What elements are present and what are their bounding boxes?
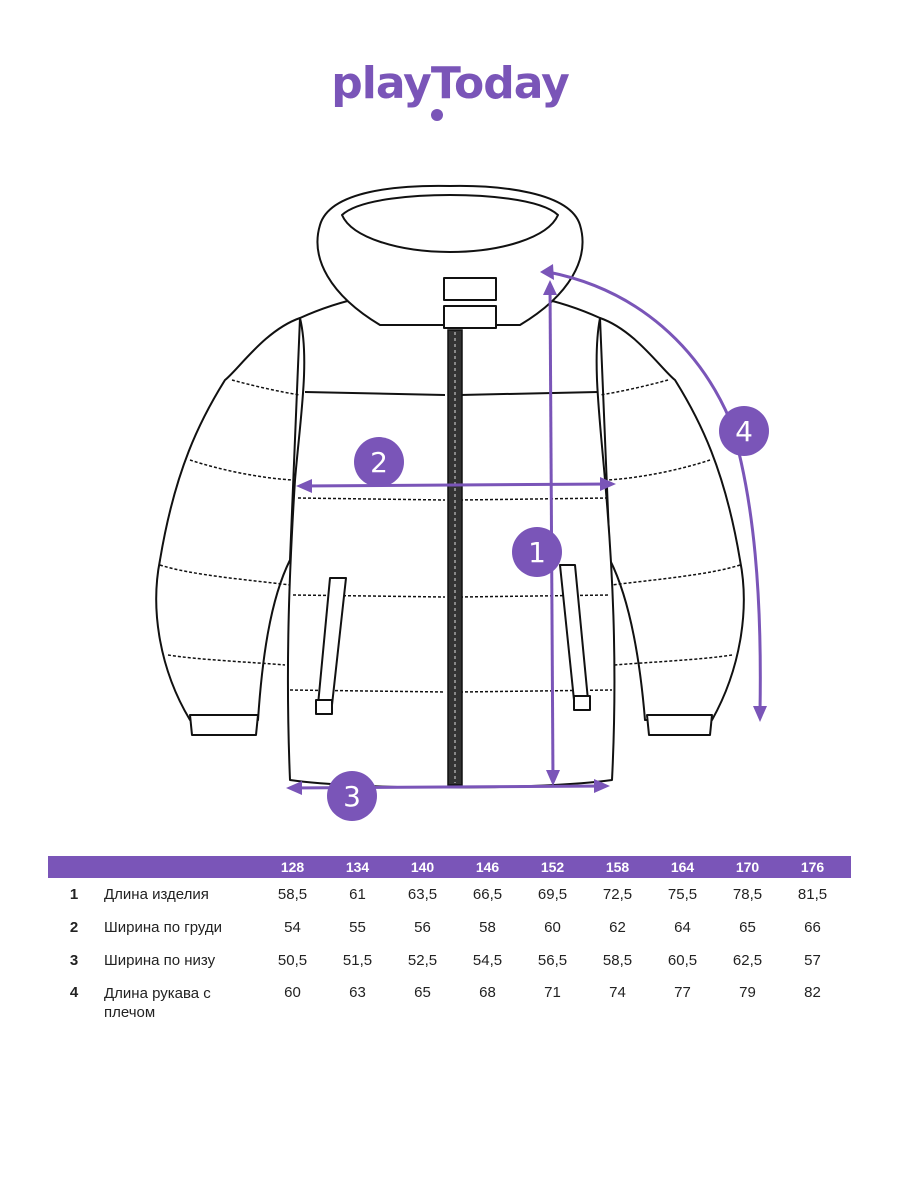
table-cell: 79 (739, 984, 756, 1001)
badge-3: 3 (327, 771, 377, 821)
row-name: Длина рукава с плечом (104, 985, 211, 1021)
right-pocket-puller (573, 695, 591, 711)
table-cell: 54 (284, 918, 301, 936)
table-cell: 60 (544, 918, 561, 936)
table-row: 2 Ширина по груди 54 55 56 58 60 62 64 6… (48, 910, 851, 944)
table-cell: 60 (284, 984, 301, 1001)
size-table: 128 134 140 146 152 158 164 170 176 1 Дл… (48, 856, 851, 1024)
table-cell: 62 (609, 918, 626, 936)
right-sleeve (599, 317, 745, 721)
svg-text:1: 1 (528, 536, 546, 569)
size-header: 146 (475, 859, 500, 875)
table-cell: 55 (349, 918, 366, 936)
hood-tab-lower (443, 305, 497, 329)
row-number: 1 (69, 885, 79, 903)
badge-1: 1 (512, 527, 562, 577)
table-cell: 58 (479, 918, 496, 936)
table-cell: 75,5 (667, 885, 698, 903)
table-cell: 82 (804, 984, 821, 1001)
table-cell: 60,5 (667, 951, 698, 969)
svg-text:3: 3 (343, 780, 361, 813)
table-cell: 65 (414, 984, 431, 1001)
svg-text:2: 2 (370, 446, 388, 479)
badge-2: 2 (354, 437, 404, 487)
size-header: 164 (670, 859, 695, 875)
table-cell: 72,5 (602, 885, 633, 903)
size-header: 128 (280, 859, 305, 875)
table-cell: 63 (349, 984, 366, 1001)
table-cell: 51,5 (342, 951, 373, 969)
table-cell: 62,5 (732, 951, 763, 969)
front-zipper (447, 329, 463, 786)
logo-dot (431, 109, 443, 121)
table-cell: 68 (479, 984, 496, 1001)
table-row: 3 Ширина по низу 50,5 51,5 52,5 54,5 56,… (48, 944, 851, 976)
table-cell: 69,5 (537, 885, 568, 903)
row-number: 3 (69, 951, 79, 969)
size-header: 170 (735, 859, 760, 875)
table-cell: 74 (609, 984, 626, 1001)
table-cell: 71 (544, 984, 561, 1001)
table-cell: 61 (349, 885, 366, 903)
table-cell: 56 (414, 918, 431, 936)
table-cell: 57 (804, 951, 821, 969)
table-row: 4 Длина рукава с плечом 60 63 65 68 71 7… (48, 976, 851, 1024)
table-cell: 52,5 (407, 951, 438, 969)
left-sleeve (155, 317, 301, 721)
hood-inner (341, 194, 559, 253)
size-header: 176 (800, 859, 825, 875)
table-cell: 77 (674, 984, 691, 1001)
table-cell: 65 (739, 918, 756, 936)
size-header: 152 (540, 859, 565, 875)
table-cell: 78,5 (732, 885, 763, 903)
table-cell: 63,5 (407, 885, 438, 903)
row-name: Длина изделия (104, 885, 209, 903)
logo-text: playToday (331, 58, 569, 109)
table-cell: 64 (674, 918, 691, 936)
row-number: 4 (69, 984, 79, 1001)
table-cell: 56,5 (537, 951, 568, 969)
left-cuff (189, 714, 259, 736)
table-cell: 81,5 (797, 885, 828, 903)
table-cell: 58,5 (602, 951, 633, 969)
hood-tab-upper (443, 277, 497, 301)
measure-2-chest (296, 477, 616, 493)
table-cell: 54,5 (472, 951, 503, 969)
row-name: Ширина по низу (104, 951, 216, 969)
row-name: Ширина по груди (104, 918, 223, 936)
jacket-diagram: 1 2 3 4 (155, 184, 769, 821)
size-header: 158 (605, 859, 630, 875)
left-pocket-puller (315, 699, 333, 715)
size-header: 140 (410, 859, 435, 875)
table-cell: 58,5 (277, 885, 308, 903)
size-table-header: 128 134 140 146 152 158 164 170 176 (48, 856, 851, 878)
brand-logo: playToday (331, 58, 570, 121)
size-header: 134 (345, 859, 370, 875)
table-cell: 66,5 (472, 885, 503, 903)
table-cell: 50,5 (277, 951, 308, 969)
table-row: 1 Длина изделия 58,5 61 63,5 66,5 69,5 7… (48, 878, 851, 910)
table-cell: 66 (804, 918, 821, 936)
chest-seam (304, 391, 599, 396)
svg-text:4: 4 (735, 415, 753, 448)
row-number: 2 (69, 918, 79, 936)
right-cuff (646, 714, 713, 736)
badge-4: 4 (719, 406, 769, 456)
